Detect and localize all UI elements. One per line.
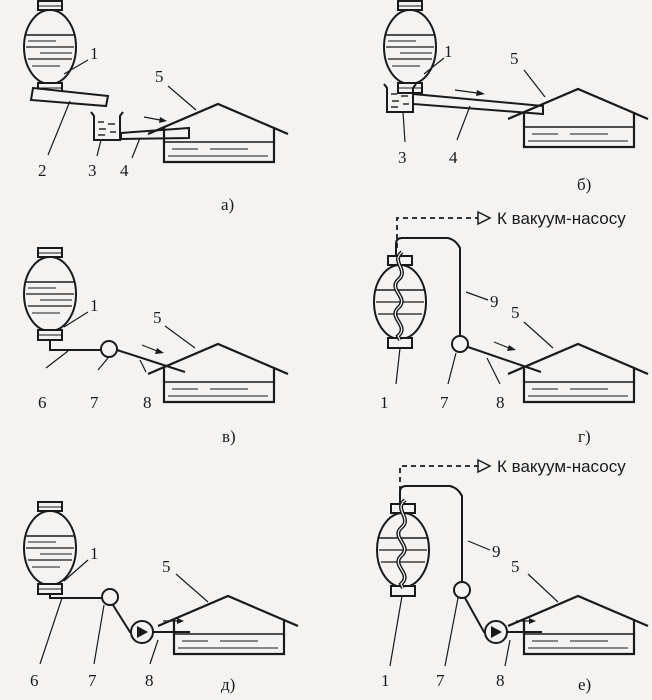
vacuum-tank-e <box>375 498 431 598</box>
valve-g <box>451 335 469 353</box>
trough-a <box>29 86 110 108</box>
pipe-to-pump-e <box>464 597 485 633</box>
label-valve-e: 7 <box>436 671 445 690</box>
milk-tank-v <box>23 247 77 341</box>
milk-tank-b <box>383 0 437 94</box>
valve-d <box>101 588 119 606</box>
label-valve-v: 7 <box>90 393 99 412</box>
label-receiver-b: 3 <box>398 148 407 167</box>
caption-g: г) <box>578 427 591 446</box>
caption-d: д) <box>221 675 235 694</box>
valve-v <box>100 340 118 358</box>
label-pipe-e: 8 <box>496 671 505 690</box>
label-pipe-d: 8 <box>145 671 154 690</box>
suction-pipe-e <box>399 485 463 582</box>
caption-a: а) <box>221 195 234 214</box>
storage-d <box>156 594 300 656</box>
caption-b: б) <box>577 175 591 194</box>
hose-d <box>49 594 102 599</box>
label-receiver-a: 3 <box>88 161 97 180</box>
storage-g <box>506 342 650 404</box>
label-valve-g: 7 <box>440 393 449 412</box>
panel-b: 1 3 4 5 б) <box>383 0 650 194</box>
panel-a: 1 2 3 4 5 а) <box>23 0 290 214</box>
panel-e: К вакуум-насосу 9 1 7 8 5 е) <box>375 457 650 694</box>
label-suction-e: 9 <box>492 542 501 561</box>
suction-pipe-g <box>395 237 461 336</box>
label-tank-e: 1 <box>381 671 390 690</box>
hose-v <box>49 340 101 351</box>
caption-v: в) <box>222 427 236 446</box>
vacuum-pump-label-e: К вакуум-насосу <box>497 457 626 476</box>
storage-b <box>506 87 650 149</box>
pump-d <box>130 620 154 644</box>
label-tank-d: 1 <box>90 544 99 563</box>
label-valve-d: 7 <box>88 671 97 690</box>
label-pipe-b: 4 <box>449 148 458 167</box>
label-hose-v: 6 <box>38 393 47 412</box>
label-storage-g: 5 <box>511 303 520 322</box>
label-pipe-a: 4 <box>120 161 129 180</box>
label-tank-v: 1 <box>90 296 99 315</box>
pump-e <box>484 620 508 644</box>
label-trough-a: 2 <box>38 161 47 180</box>
vacuum-line-g <box>396 210 492 248</box>
label-pipe-v: 8 <box>143 393 152 412</box>
label-storage-b: 5 <box>510 49 519 68</box>
milk-tank-a <box>23 0 77 94</box>
vacuum-line-e <box>399 458 492 500</box>
label-tank-g: 1 <box>380 393 389 412</box>
flow-arrow-g <box>493 341 516 351</box>
pipe-v <box>116 349 186 373</box>
label-storage-a: 5 <box>155 67 164 86</box>
vacuum-pump-label-g: К вакуум-насосу <box>497 209 626 228</box>
label-hose-d: 6 <box>30 671 39 690</box>
receiver-a <box>90 111 124 141</box>
pipe-g <box>467 346 542 373</box>
label-tank-a: 1 <box>90 44 99 63</box>
panel-g: К вакуум-насосу 9 1 7 8 5 г) <box>372 209 650 446</box>
storage-e <box>506 594 650 656</box>
pipe-b <box>412 92 544 116</box>
storage-v <box>146 342 290 404</box>
flow-arrow-v <box>141 344 164 354</box>
label-storage-e: 5 <box>511 557 520 576</box>
label-suction-g: 9 <box>490 292 499 311</box>
valve-e <box>453 581 471 599</box>
pipe-a <box>120 126 190 141</box>
label-tank-b: 1 <box>444 42 453 61</box>
label-storage-d: 5 <box>162 557 171 576</box>
pipe-to-pump-d <box>112 604 131 633</box>
flow-arrow-a <box>143 116 167 123</box>
label-storage-v: 5 <box>153 308 162 327</box>
panel-d: 1 6 7 8 5 д) <box>23 501 300 694</box>
panel-v: 1 6 7 8 5 в) <box>23 247 290 446</box>
flow-arrow-b <box>454 89 485 96</box>
milk-tank-d <box>23 501 77 595</box>
label-pipe-g: 8 <box>496 393 505 412</box>
vacuum-tank-g <box>372 250 428 350</box>
caption-e: е) <box>578 675 591 694</box>
